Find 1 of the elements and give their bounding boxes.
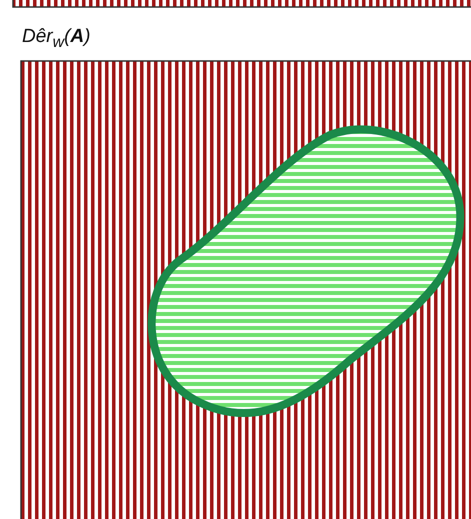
region-label: Dêr$_{w}$(A) (22, 26, 90, 52)
